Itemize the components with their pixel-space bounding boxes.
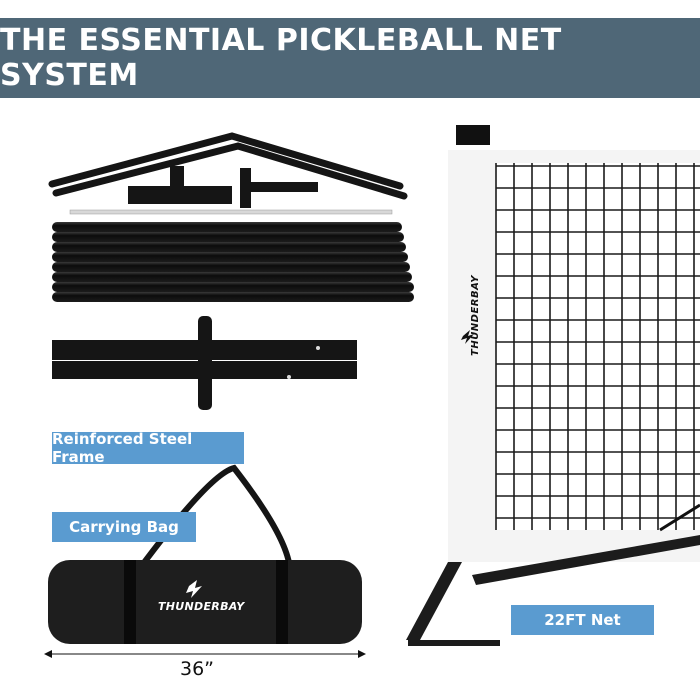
bag-callout: Carrying Bag	[52, 512, 196, 542]
t-connectors	[128, 166, 318, 208]
net-brand-logo: THUNDERBAY	[470, 275, 481, 356]
net-assembly	[406, 125, 700, 646]
lightning-bolt-icon	[461, 330, 474, 344]
lightning-bolt-icon	[186, 580, 202, 598]
header-banner: THE ESSENTIAL PICKLEBALL NET SYSTEM	[0, 18, 700, 98]
bag-width-label: 36”	[180, 658, 215, 680]
width-dimension-arrow	[44, 650, 366, 658]
frame-callout: Reinforced Steel Frame	[52, 430, 244, 466]
bag-callout-label: Carrying Bag	[69, 518, 179, 536]
frame-callout-label: Reinforced Steel Frame	[52, 430, 193, 466]
page-title: THE ESSENTIAL PICKLEBALL NET SYSTEM	[0, 23, 562, 93]
net-callout-label: 22FT Net	[544, 611, 621, 629]
net-mesh	[495, 163, 700, 530]
base-feet	[52, 316, 357, 410]
net-callout: 22FT Net	[511, 605, 654, 635]
frame-poles	[52, 222, 414, 302]
arch-poles	[48, 132, 408, 200]
bag-brand-logo: THUNDERBAY	[158, 600, 245, 613]
carrying-bag	[48, 464, 362, 644]
silver-rod	[69, 209, 393, 215]
